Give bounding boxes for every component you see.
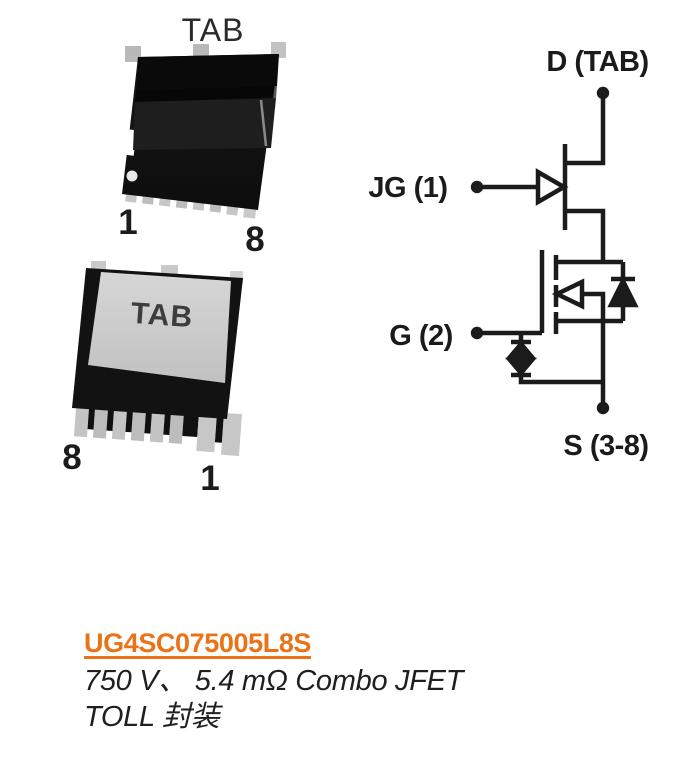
mosfet-body-arrow xyxy=(551,278,585,310)
package-top-tab-label: TAB xyxy=(181,12,245,48)
drain-terminal-label: D (TAB) xyxy=(546,46,649,78)
circuit-schematic xyxy=(470,86,639,415)
jfet-symbol xyxy=(477,93,606,262)
drain-terminal-dot xyxy=(596,86,610,100)
source-terminal-dot xyxy=(596,401,610,415)
thermal-pad xyxy=(88,272,231,383)
mosfet-symbol xyxy=(477,250,623,408)
package-top-pin1-label: 1 xyxy=(118,203,138,242)
jfet-gate-terminal-label: JG (1) xyxy=(368,172,448,204)
mosfet-body-diode xyxy=(607,262,639,321)
product-description-line1: 750 V、 5.4 mΩ Combo JFET xyxy=(84,665,464,697)
jfet-gate-arrow xyxy=(535,168,569,206)
package-bottom-pins xyxy=(73,402,242,457)
product-description-line2: TOLL 封装 xyxy=(84,701,220,733)
package-top-sheen xyxy=(133,98,276,150)
pin1-marker-dot xyxy=(126,170,138,182)
package-bottom-tab-label: TAB xyxy=(129,296,195,335)
source-terminal-label: S (3-8) xyxy=(563,430,649,462)
part-number-link[interactable]: UG4SC075005L8S xyxy=(84,628,312,658)
package-bottom-pin8-label: 8 xyxy=(62,438,82,477)
jfet-gate-terminal-dot xyxy=(470,180,484,194)
package-top-pin8-label: 8 xyxy=(245,220,265,259)
gate-esd-diodes xyxy=(505,333,603,385)
package-top-ridge xyxy=(135,86,277,102)
package-top-edge-highlight xyxy=(259,99,268,147)
package-top-cap xyxy=(136,54,279,90)
package-bottom-pin1-label: 1 xyxy=(200,459,220,498)
package-bottom-photo xyxy=(72,261,243,457)
package-top-photo xyxy=(122,42,286,219)
mosfet-gate-terminal-dot xyxy=(470,326,484,340)
gate-terminal-label: G (2) xyxy=(389,320,453,352)
